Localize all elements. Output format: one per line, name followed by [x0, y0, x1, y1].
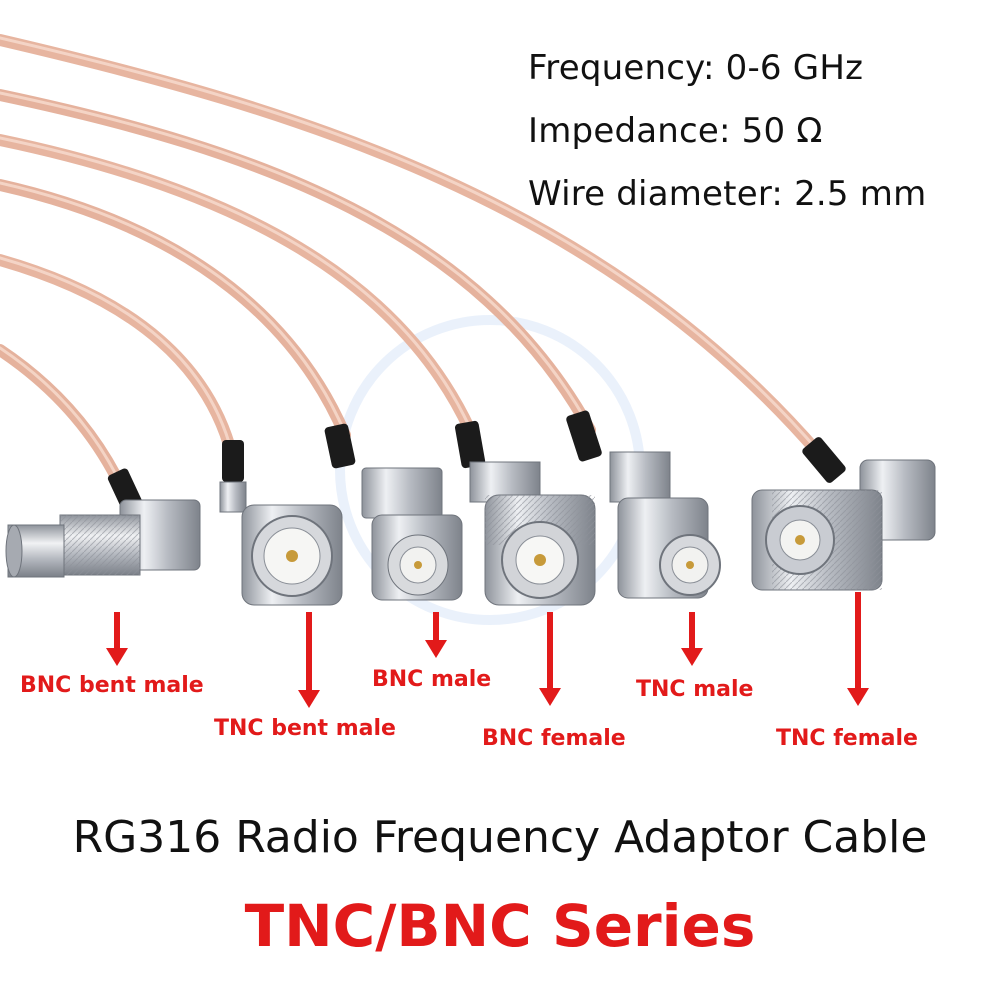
cable-1 [0, 34, 826, 461]
tnc-bent-male-connector [219, 481, 343, 606]
label-tnc-female: TNC female [776, 726, 918, 751]
tnc-male-connector [609, 451, 721, 599]
cable-6 [0, 344, 131, 501]
label-tnc-male: TNC male [636, 677, 754, 702]
cable-group [0, 34, 826, 501]
arrow-bnc-female [539, 612, 561, 706]
spec-impedance: Impedance: 50 Ω [528, 111, 823, 151]
label-bnc-female: BNC female [482, 726, 626, 751]
arrow-bnc-bent-male [106, 612, 128, 666]
product-title: RG316 Radio Frequency Adaptor Cable [72, 812, 928, 863]
arrows [106, 592, 869, 708]
cable-2 [0, 89, 596, 436]
spec-frequency: Frequency: 0-6 GHz [528, 48, 864, 88]
series-title: TNC/BNC Series [244, 892, 756, 960]
spec-wire-diameter: Wire diameter: 2.5 mm [528, 174, 927, 214]
label-bnc-male: BNC male [372, 667, 492, 692]
tnc-female-connector [751, 459, 936, 591]
bnc-male-connector [361, 467, 463, 601]
label-tnc-bent-male: TNC bent male [214, 716, 396, 741]
arrow-bnc-male [425, 612, 447, 658]
arrow-tnc-male [681, 612, 703, 666]
shrink-sleeves [107, 410, 846, 512]
cable-5 [0, 254, 238, 461]
arrow-tnc-female [847, 592, 869, 706]
label-bnc-bent-male: BNC bent male [20, 673, 204, 698]
bnc-bent-male-connector [5, 499, 201, 578]
arrow-tnc-bent-male [298, 612, 320, 708]
bnc-female-connector [469, 461, 596, 606]
